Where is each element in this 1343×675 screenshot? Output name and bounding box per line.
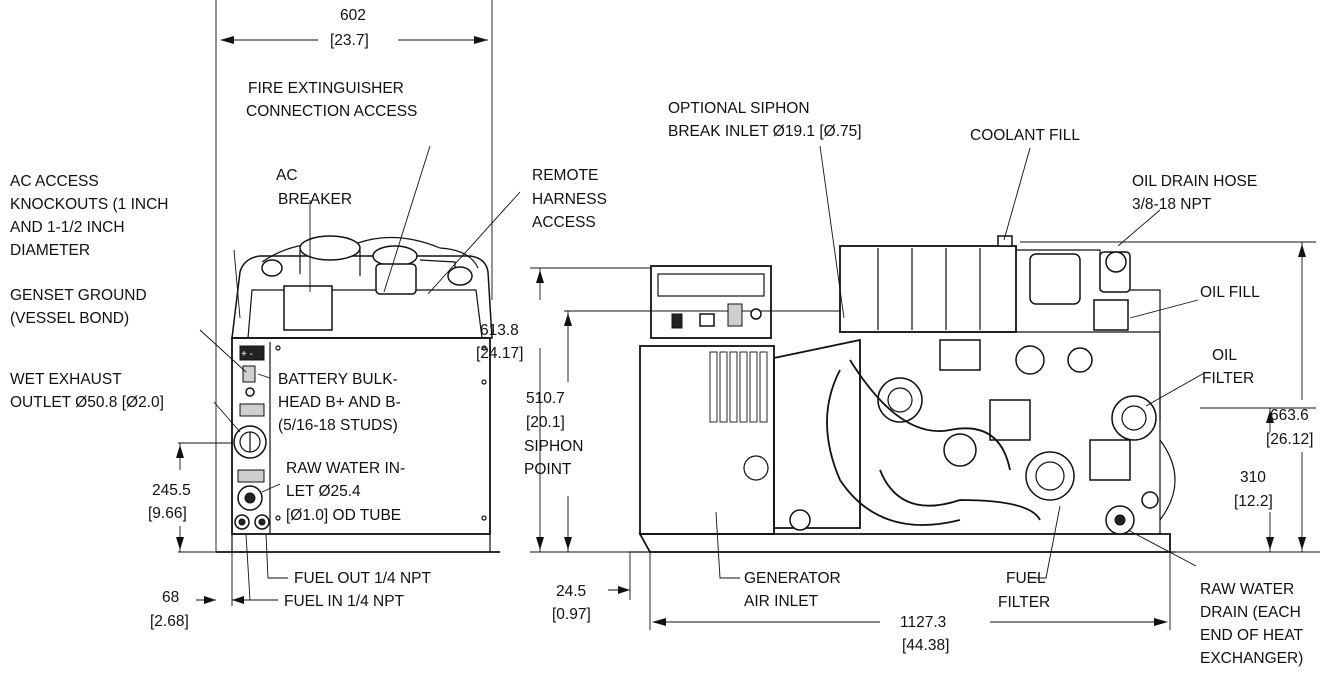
remote-2: HARNESS: [532, 191, 607, 208]
wet-exhaust-1: WET EXHAUST: [10, 371, 122, 388]
callout-labels: FIRE EXTINGUISHER CONNECTION ACCESS AC B…: [10, 80, 1304, 667]
oil-filter-1: OIL: [1212, 347, 1237, 364]
h245-in: [9.66]: [148, 505, 187, 522]
d68-mm: 68: [162, 589, 179, 606]
h510-in: [20.1]: [526, 414, 565, 431]
h663-mm: 663.6: [1270, 407, 1309, 424]
raw-drain-2: DRAIN (EACH: [1200, 604, 1301, 621]
oil-drain-2: 3/8-18 NPT: [1132, 196, 1212, 213]
genset-1: GENSET GROUND: [10, 287, 147, 304]
battery-3: (5/16-18 STUDS): [278, 417, 398, 434]
d24-in: [0.97]: [552, 606, 591, 623]
genset-2: (VESSEL BOND): [10, 310, 129, 327]
oil-filter-2: FILTER: [1202, 370, 1254, 387]
h663-in: [26.12]: [1266, 431, 1313, 448]
d24-mm: 24.5: [556, 583, 586, 600]
d68-in: [2.68]: [150, 613, 189, 630]
ac-breaker-1: AC: [276, 167, 298, 184]
width-in: [23.7]: [330, 32, 369, 49]
h310-mm: 310: [1240, 469, 1266, 486]
gen-air-2: AIR INLET: [744, 593, 819, 610]
len-mm: 1127.3: [900, 614, 946, 631]
ac-knock-4: DIAMETER: [10, 242, 90, 259]
h613-mm: 613.8: [480, 322, 519, 339]
end-view: + -: [176, 0, 521, 606]
siphon-2: BREAK INLET Ø19.1 [Ø.75]: [668, 123, 862, 140]
raw-in-3: [Ø1.0] OD TUBE: [286, 507, 401, 524]
len-in: [44.38]: [902, 637, 949, 654]
oil-fill: OIL FILL: [1200, 284, 1260, 301]
coolant-fill: COOLANT FILL: [970, 127, 1080, 144]
ac-knock-3: AND 1-1/2 INCH: [10, 219, 125, 236]
wet-exhaust-2: OUTLET Ø50.8 [Ø2.0]: [10, 394, 164, 411]
gen-air-1: GENERATOR: [744, 570, 841, 587]
width-mm: 602: [340, 7, 366, 24]
fire-ext-2: CONNECTION ACCESS: [246, 103, 417, 120]
siphon-point-2: POINT: [524, 461, 572, 478]
ac-knock-2: KNOCKOUTS (1 INCH: [10, 196, 168, 213]
raw-drain-4: EXCHANGER): [1200, 650, 1303, 667]
ac-knock-1: AC ACCESS: [10, 173, 99, 190]
h310-in: [12.2]: [1234, 493, 1273, 510]
raw-drain-3: END OF HEAT: [1200, 627, 1304, 644]
remote-1: REMOTE: [532, 167, 598, 184]
h245-mm: 245.5: [152, 482, 191, 499]
remote-3: ACCESS: [532, 214, 596, 231]
h510-mm: 510.7: [526, 390, 565, 407]
svg-text:+ -: + -: [241, 349, 253, 360]
h613-in: [24.17]: [476, 345, 523, 362]
dimension-labels: 602 [23.7] 245.5 [9.66] 68 [2.68] 613.8 …: [148, 7, 1313, 654]
oil-drain-1: OIL DRAIN HOSE: [1132, 173, 1257, 190]
raw-in-2: LET Ø25.4: [286, 483, 361, 500]
siphon-1: OPTIONAL SIPHON: [668, 100, 810, 117]
ac-breaker-2: BREAKER: [278, 191, 352, 208]
fuel-filter-2: FILTER: [998, 594, 1050, 611]
cooling-vents: [709, 351, 768, 423]
raw-in-1: RAW WATER IN-: [286, 460, 405, 477]
siphon-point-1: SIPHON: [524, 438, 583, 455]
battery-2: HEAD B+ AND B-: [278, 394, 401, 411]
fuel-filter-1: FUEL: [1006, 570, 1046, 587]
battery-1: BATTERY BULK-: [278, 371, 398, 388]
fuel-in: FUEL IN 1/4 NPT: [284, 593, 405, 610]
side-view: [530, 145, 1320, 630]
fuel-out: FUEL OUT 1/4 NPT: [294, 570, 431, 587]
fire-ext-1: FIRE EXTINGUISHER: [248, 80, 404, 97]
raw-drain-1: RAW WATER: [1200, 581, 1294, 598]
